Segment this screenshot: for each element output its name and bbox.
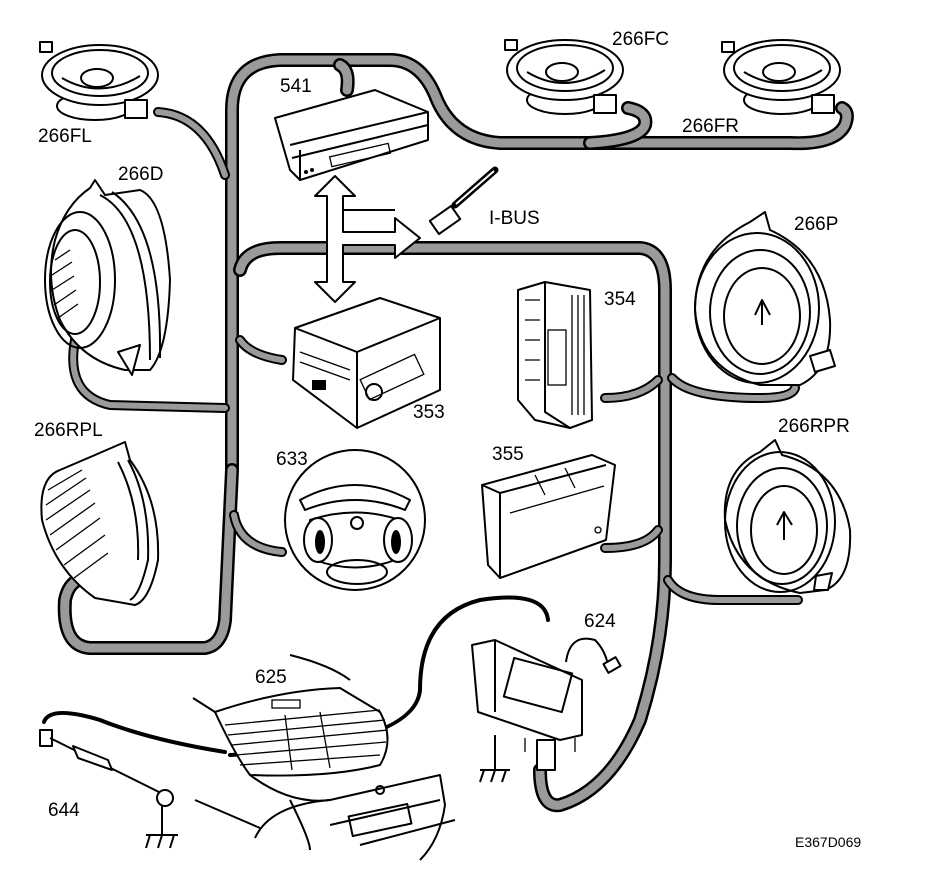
wiring-harness (57, 53, 854, 813)
label-266fc: 266FC (612, 29, 669, 50)
label-266fl: 266FL (38, 126, 92, 147)
label-644: 644 (48, 800, 80, 821)
figure-reference-code: E367D069 (795, 834, 861, 850)
label-266d: 266D (118, 164, 163, 185)
label-354: 354 (604, 289, 636, 310)
antenna-amplifier (228, 595, 622, 783)
label-266rpr: 266RPR (778, 416, 850, 437)
radio-display-unit (274, 89, 429, 181)
label-i-bus: I-BUS (489, 208, 540, 229)
label-633: 633 (276, 449, 308, 470)
label-541: 541 (280, 76, 312, 97)
label-625: 625 (255, 667, 287, 688)
amplifier (517, 281, 593, 429)
label-266p: 266P (794, 214, 838, 235)
speaker-parcel-shelf (694, 211, 836, 386)
cd-changer (481, 454, 616, 579)
rear-window-antenna (192, 654, 456, 861)
bidirectional-bus-arrow (314, 175, 421, 303)
component-labels: 266FL 266FC 266FR 266D 266P 266RPL 266RP… (34, 29, 861, 850)
connector-d (536, 739, 556, 771)
label-355: 355 (492, 444, 524, 465)
speaker-front-left (39, 41, 159, 121)
speaker-front-right (721, 39, 841, 115)
label-624: 624 (584, 611, 616, 632)
ground-symbol-icon (479, 735, 510, 783)
label-266rpl: 266RPL (34, 420, 103, 441)
label-353: 353 (413, 402, 445, 423)
steering-wheel-controls (284, 449, 426, 591)
antenna-ground-lead (39, 710, 227, 849)
i-bus-connector-icon (428, 166, 499, 236)
speaker-door (44, 179, 171, 376)
label-266fr: 266FR (682, 116, 739, 137)
i-bus-arrows (314, 166, 499, 303)
speaker-rear-left (40, 441, 160, 606)
speaker-rear-right (723, 439, 852, 594)
radio-unit (292, 297, 441, 429)
ground-symbol-icon (145, 805, 178, 849)
speaker-front-center (504, 39, 624, 115)
